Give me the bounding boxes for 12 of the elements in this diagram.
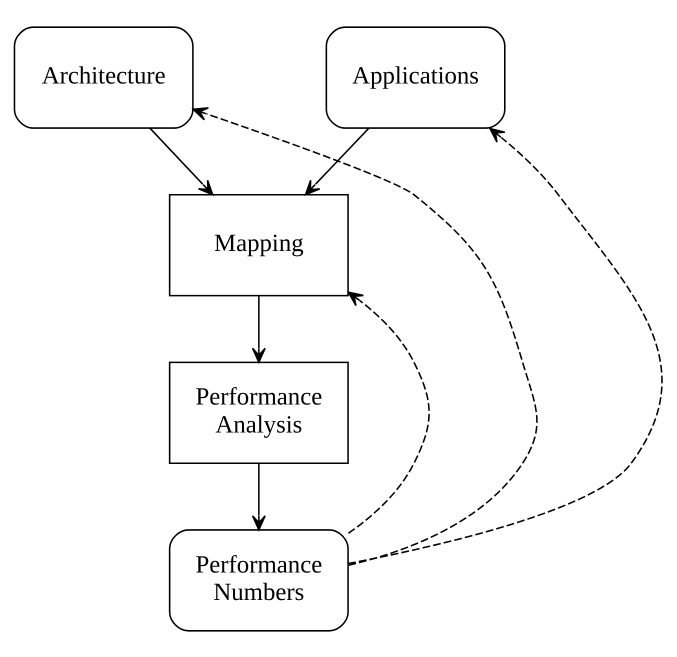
arrow: [348, 291, 430, 534]
arrow: [252, 295, 266, 362]
node-box: Applications: [326, 26, 506, 128]
arrow: [192, 106, 538, 566]
node-box: Performance Analysis: [168, 361, 349, 464]
arrow: [348, 127, 662, 564]
node-box: Performance Numbers: [168, 528, 349, 632]
arrow: [149, 127, 214, 195]
arrow: [304, 127, 370, 195]
arrow: [252, 462, 266, 530]
node-box: Mapping: [168, 194, 349, 296]
node-box: Architecture: [14, 26, 194, 128]
